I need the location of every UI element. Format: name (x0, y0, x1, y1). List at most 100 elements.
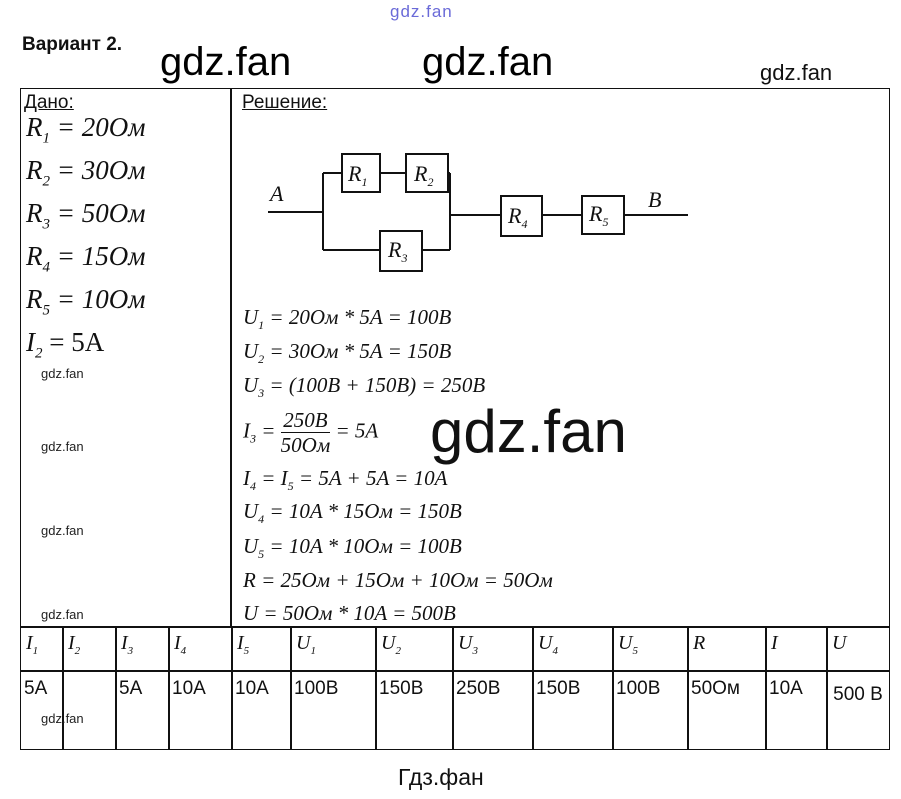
numerator: 250B (280, 408, 331, 433)
symbol: I (237, 632, 244, 654)
subscript: 5 (243, 645, 250, 657)
table-header-cell: R (693, 632, 705, 657)
r3-label: R3 (387, 237, 407, 265)
variant-title: Вариант 2. (22, 34, 123, 55)
symbol: R (26, 284, 43, 314)
subscript: 3 (42, 216, 51, 233)
node-a-label: A (268, 181, 284, 206)
table-header-cell: I3 (121, 632, 133, 657)
symbol: R (26, 112, 43, 142)
node-b-label: B (648, 187, 661, 212)
value: = 50Ом (56, 198, 146, 228)
watermark: gdz.fan (41, 523, 84, 538)
subscript: 1 (310, 645, 316, 657)
symbol: U (832, 632, 847, 654)
circuit-diagram: A B R1 R2 R3 R4 R5 (268, 153, 688, 272)
table-header-cell: I1 (26, 632, 38, 657)
symbol: U (243, 305, 259, 329)
divider (20, 670, 890, 672)
symbol: I (243, 418, 250, 443)
denominator: 50Ом (280, 433, 331, 457)
given-item: R3 = 50Ом (26, 198, 145, 233)
table-header-cell: U2 (381, 632, 401, 657)
symbol: I (26, 327, 35, 357)
solution-line: U2 = 30Ом * 5A = 150B (243, 339, 451, 367)
table-column-divider (168, 626, 170, 750)
expression: = 5A + 5A = 10A (298, 466, 448, 490)
expression: = I (261, 466, 288, 490)
solution-line: U4 = 10A * 15Ом = 150B (243, 499, 462, 527)
expression: = 25Ом + 15Ом + 10Ом = 50Ом (261, 568, 553, 592)
symbol: R (243, 568, 256, 592)
subscript: 1 (258, 318, 265, 333)
subscript: 2 (74, 645, 81, 657)
expression: = 50Ом * 10A = 500B (263, 601, 456, 625)
table-column-divider (290, 626, 292, 750)
solution-line: U1 = 20Ом * 5A = 100B (243, 305, 451, 333)
footer-watermark: Гдз.фан (398, 764, 484, 790)
symbol: I (771, 632, 778, 654)
symbol: U (243, 534, 259, 558)
solution-line: I4 = I5 = 5A + 5A = 10A (243, 466, 447, 494)
table-column-divider (62, 626, 64, 750)
table-column-divider (765, 626, 767, 750)
symbol: U (243, 499, 259, 523)
table-header-cell: I5 (237, 632, 249, 657)
subscript: 2 (258, 352, 265, 367)
table-value-cell: 100B (294, 678, 339, 699)
watermark: gdz.fan (760, 60, 833, 85)
symbol: R (26, 198, 43, 228)
table-header-cell: I (771, 632, 778, 657)
subscript: 3 (258, 386, 265, 401)
given-item: R2 = 30Ом (26, 155, 145, 190)
expression: = (100B + 150B) = 250B (269, 373, 486, 397)
subscript: 4 (42, 259, 51, 276)
divider (20, 626, 890, 628)
symbol: R (26, 155, 43, 185)
watermark: gdz.fan (41, 607, 84, 622)
table-column-divider (532, 626, 534, 750)
symbol: U (618, 632, 633, 654)
subscript: 3 (472, 645, 478, 657)
subscript: 3 (250, 431, 256, 446)
subscript: 3 (127, 645, 134, 657)
given-item: R5 = 10Ом (26, 284, 145, 319)
symbol: U (243, 339, 259, 363)
subscript: 4 (258, 512, 265, 527)
symbol: U (243, 601, 259, 625)
table-header-cell: U1 (296, 632, 316, 657)
table-header-cell: U4 (538, 632, 558, 657)
table-header-cell: U3 (458, 632, 478, 657)
symbol: I (174, 632, 181, 654)
table-value-cell: 250B (456, 678, 501, 699)
expression: = (261, 418, 276, 443)
value: = 15Ом (56, 241, 146, 271)
value: = 10Ом (56, 284, 146, 314)
watermark: gdz.fan (41, 366, 84, 381)
subscript: 4 (180, 645, 187, 657)
table-header-cell: I2 (68, 632, 80, 657)
table-column-divider (612, 626, 614, 750)
symbol: U (243, 373, 259, 397)
table-column-divider (231, 626, 233, 750)
subscript: 5 (632, 645, 638, 657)
solution-line: U = 50Ом * 10A = 500B (243, 601, 456, 629)
table-value-cell: 10A (235, 678, 269, 699)
given-item: R4 = 15Ом (26, 241, 145, 276)
watermark: gdz.fan (160, 40, 292, 84)
symbol: U (538, 632, 553, 654)
r2-label: R2 (413, 161, 433, 189)
given-header: Дано: (24, 92, 74, 113)
table-value-cell: 150B (379, 678, 424, 699)
divider (230, 88, 232, 627)
table-header-cell: U5 (618, 632, 638, 657)
symbol: U (296, 632, 311, 654)
expression: = 20Ом * 5A = 100B (269, 305, 452, 329)
expression: = 5A (335, 418, 379, 443)
symbol: R (693, 632, 706, 654)
table-value-cell: 150B (536, 678, 581, 699)
table-column-divider (452, 626, 454, 750)
table-value-cell: 10A (769, 678, 803, 699)
table-column-divider (375, 626, 377, 750)
table-column-divider (826, 626, 828, 750)
